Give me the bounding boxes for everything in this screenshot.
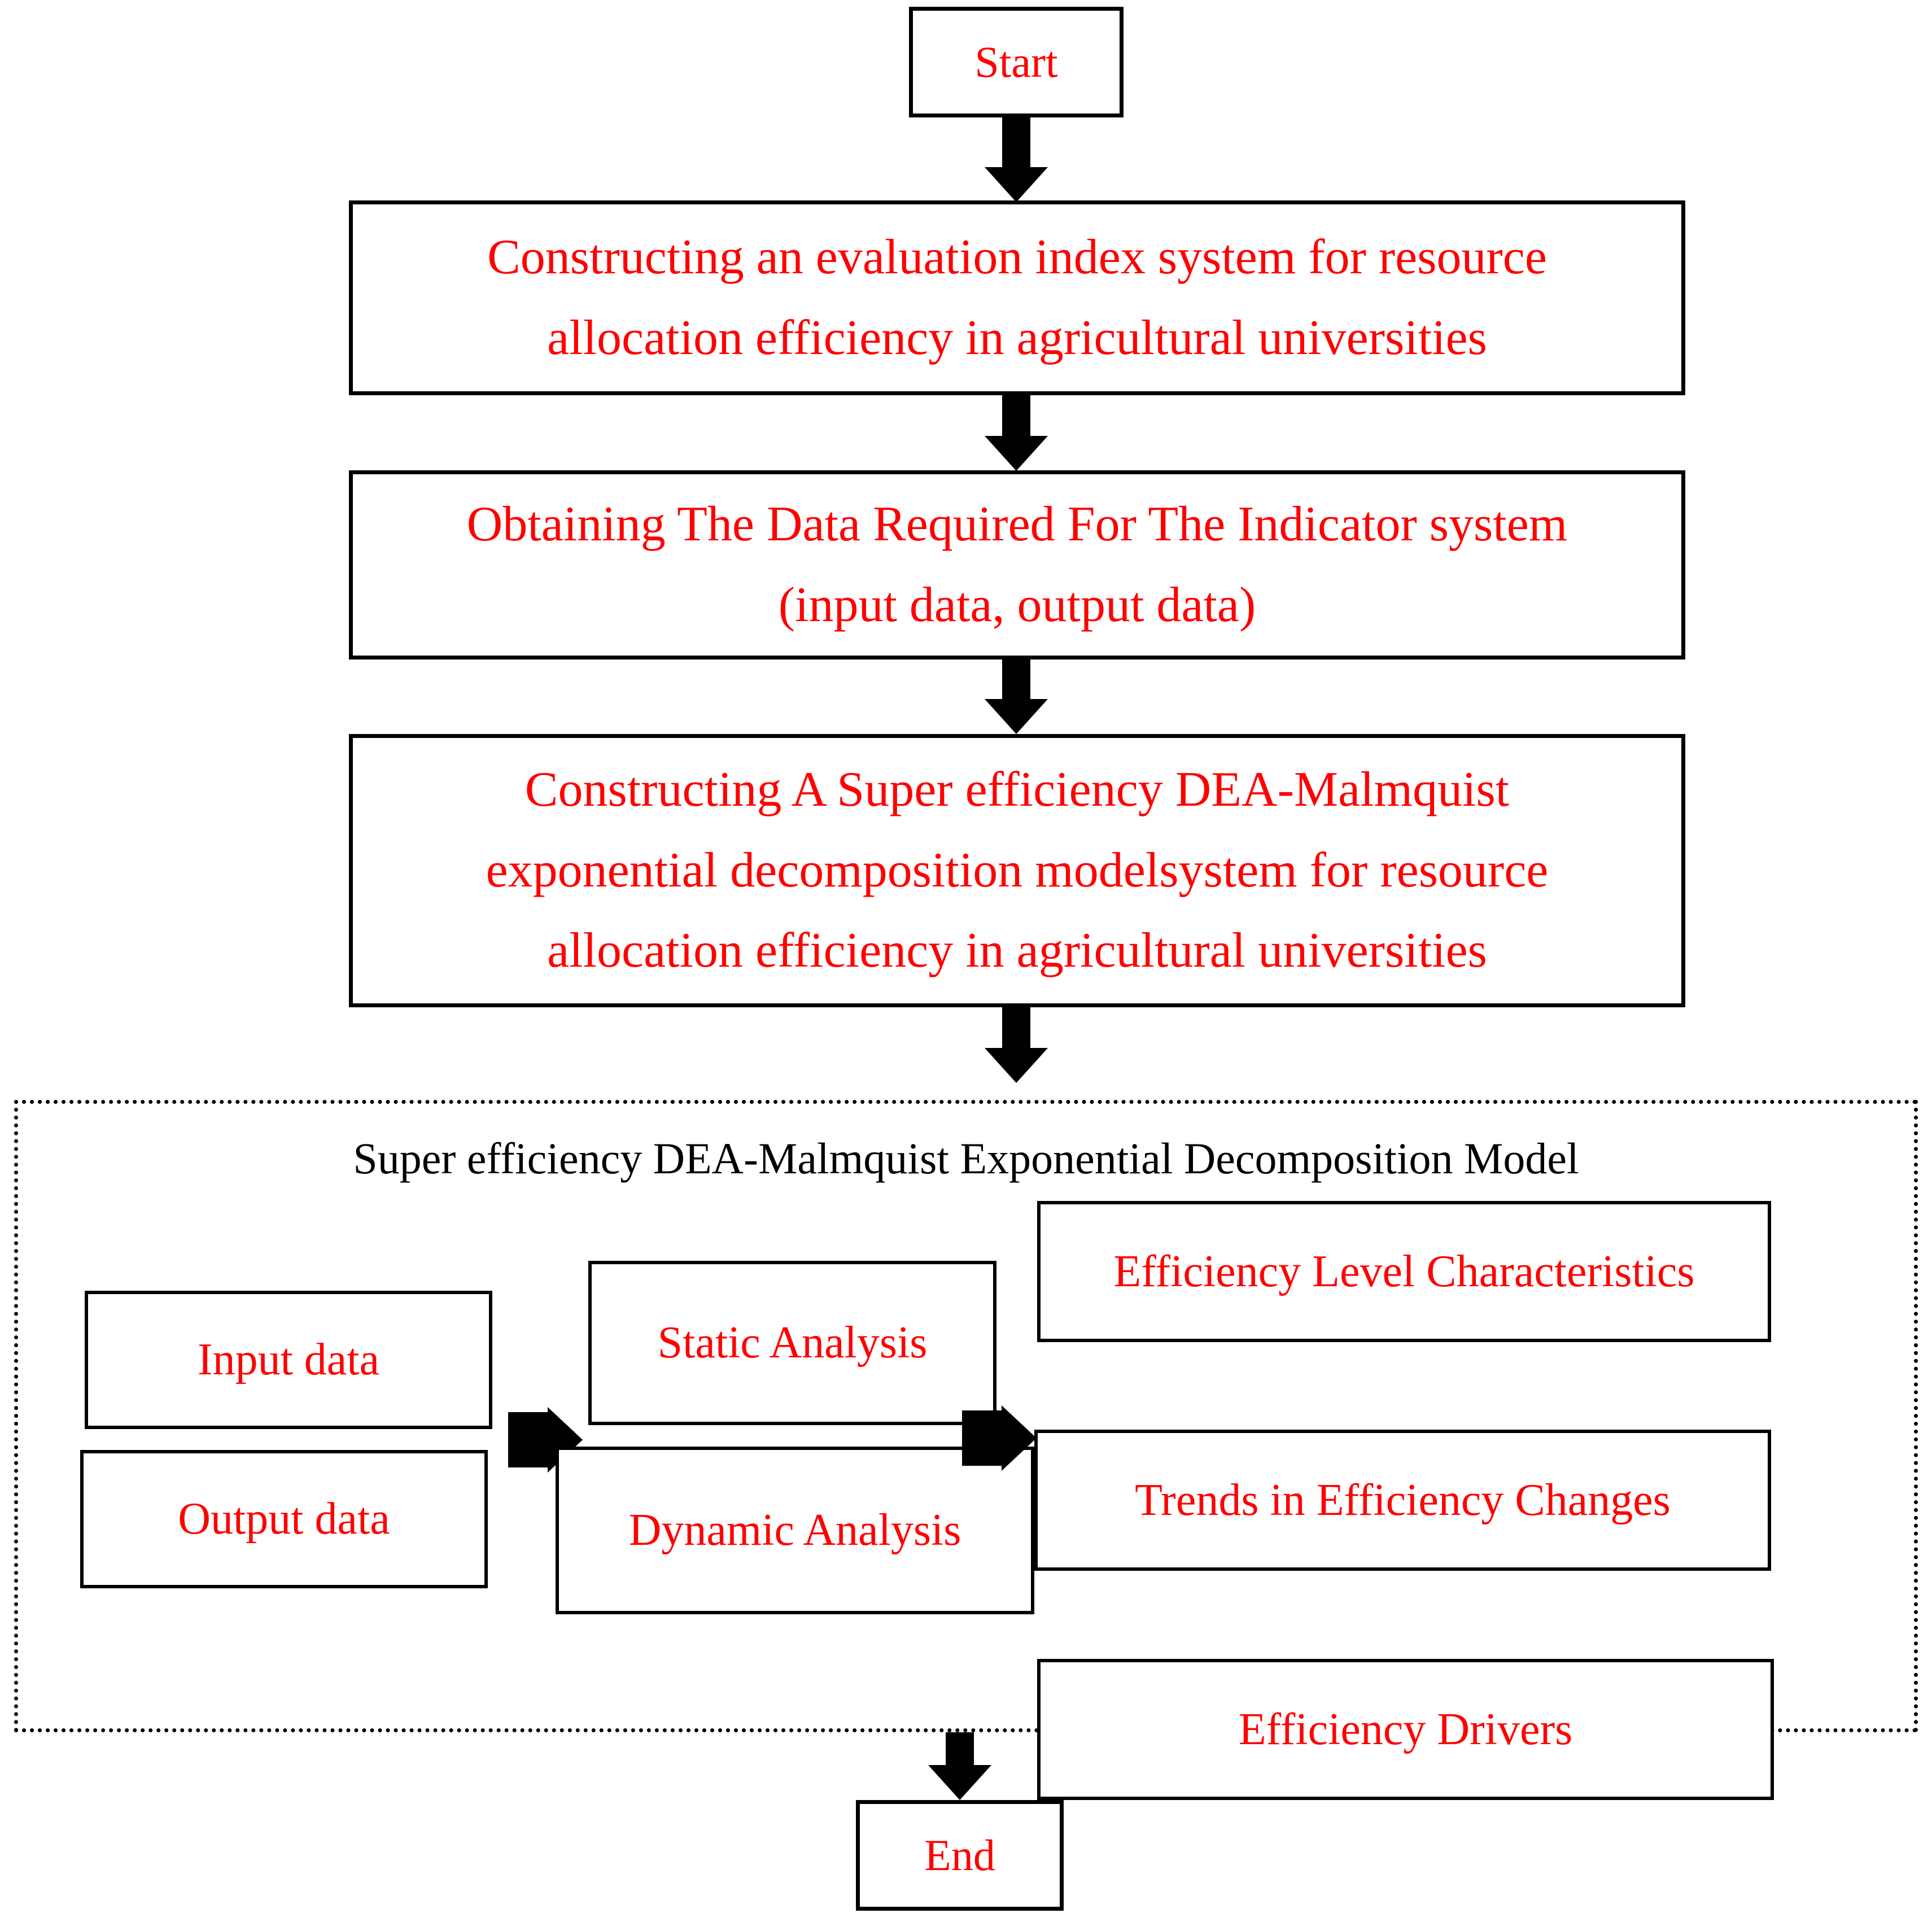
box-dynamic-analysis-label: Dynamic Analysis — [628, 1505, 961, 1555]
box-input-data[interactable]: Input data — [85, 1291, 492, 1429]
arrow-head — [985, 699, 1048, 734]
model-container: Super efficiency DEA-Malmquist Exponenti… — [14, 1100, 1918, 1800]
box-dynamic-analysis[interactable]: Dynamic Analysis — [556, 1447, 1034, 1614]
node-step3[interactable]: Constructing A Super efficiency DEA-Malm… — [349, 734, 1685, 1007]
node-step3-line3: allocation efficiency in agricultural un… — [547, 923, 1487, 979]
arrow-shaft — [1002, 395, 1030, 436]
arrow-head — [985, 436, 1048, 471]
arrow-head — [985, 167, 1048, 202]
arrow-head — [1002, 1405, 1037, 1471]
node-step1-line2: allocation efficiency in agricultural un… — [547, 310, 1487, 365]
arrow-shaft — [1002, 659, 1030, 699]
node-start[interactable]: Start — [909, 7, 1124, 117]
arrow-shaft — [1002, 1007, 1030, 1048]
box-efficiency-drivers[interactable]: Efficiency Drivers — [1037, 1659, 1774, 1800]
box-input-data-label: Input data — [197, 1335, 380, 1384]
node-step2[interactable]: Obtaining The Data Required For The Indi… — [349, 470, 1685, 659]
node-step1[interactable]: Constructing an evaluation index system … — [349, 200, 1685, 395]
arrow-shaft — [962, 1410, 1002, 1466]
box-output-data[interactable]: Output data — [80, 1450, 488, 1588]
box-efficiency-level-characteristics-label: Efficiency Level Characteristics — [1113, 1246, 1695, 1296]
box-efficiency-drivers-label: Efficiency Drivers — [1238, 1704, 1573, 1754]
node-step2-line1: Obtaining The Data Required For The Indi… — [466, 496, 1568, 552]
arrow-shaft — [508, 1412, 548, 1467]
node-end[interactable]: End — [856, 1800, 1064, 1911]
box-trends-in-efficiency-changes[interactable]: Trends in Efficiency Changes — [1034, 1430, 1771, 1571]
node-end-label: End — [924, 1830, 995, 1880]
arrow-head — [928, 1765, 991, 1800]
node-step3-line1: Constructing A Super efficiency DEA-Malm… — [524, 762, 1510, 818]
node-start-label: Start — [974, 37, 1058, 86]
arrow-shaft — [1002, 117, 1030, 167]
arrow-shaft — [946, 1732, 974, 1765]
box-static-analysis[interactable]: Static Analysis — [588, 1261, 996, 1425]
box-efficiency-level-characteristics[interactable]: Efficiency Level Characteristics — [1037, 1201, 1771, 1342]
node-step3-line2: exponential decomposition modelsystem fo… — [486, 842, 1549, 898]
model-container-title: Super efficiency DEA-Malmquist Exponenti… — [353, 1134, 1579, 1183]
arrow-head — [985, 1048, 1048, 1083]
box-output-data-label: Output data — [178, 1494, 390, 1544]
box-trends-in-efficiency-changes-label: Trends in Efficiency Changes — [1135, 1475, 1671, 1525]
node-step1-line1: Constructing an evaluation index system … — [487, 229, 1547, 285]
node-step2-line2: (input data, output data) — [778, 577, 1256, 632]
box-static-analysis-label: Static Analysis — [657, 1318, 928, 1368]
